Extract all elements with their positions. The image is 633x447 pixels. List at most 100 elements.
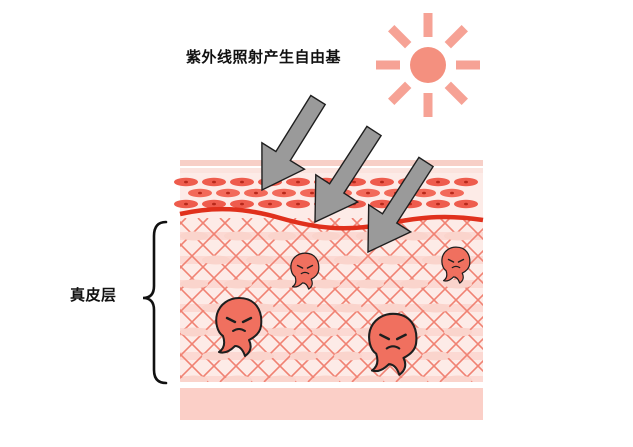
free-radical-icon xyxy=(368,312,418,376)
free-radical-icon xyxy=(290,252,320,290)
collagen-fiber xyxy=(594,218,633,382)
fiber-bundle xyxy=(378,255,406,265)
fiber-band xyxy=(180,256,483,264)
cell-nucleus xyxy=(436,180,440,184)
collagen-mesh xyxy=(180,218,633,382)
cell-nucleus xyxy=(296,202,300,206)
cell-nucleus xyxy=(464,180,468,184)
fiber-bundle xyxy=(202,351,230,361)
fiber-bundle xyxy=(312,327,340,337)
cell-nucleus xyxy=(268,202,272,206)
fiber-bundle xyxy=(356,279,384,289)
curly-brace-icon xyxy=(142,220,168,385)
fiber-bundle xyxy=(334,351,362,361)
collagen-fiber xyxy=(506,218,633,382)
sun-ray xyxy=(444,25,468,49)
fiber-bundle xyxy=(268,279,296,289)
collagen-fiber xyxy=(417,218,483,285)
uv-arrow-icon xyxy=(314,125,383,224)
collagen-fiber xyxy=(616,218,633,382)
free-radical-icon xyxy=(215,297,263,357)
collagen-fiber xyxy=(594,218,633,382)
sun-ray xyxy=(388,81,412,105)
collagen-fiber xyxy=(439,337,483,382)
fiber-bundle xyxy=(378,303,406,313)
fiber-bundle xyxy=(312,279,340,289)
cell-nucleus xyxy=(310,191,314,195)
fiber-bundle xyxy=(246,351,274,361)
sun-icon xyxy=(376,13,480,117)
fiber-bundle xyxy=(444,231,472,241)
cell-nucleus xyxy=(226,191,230,195)
uv-arrow-icon xyxy=(367,156,435,254)
cell-nucleus xyxy=(422,191,426,195)
free-radical-icon xyxy=(441,246,471,284)
dermis-label: 真皮层 xyxy=(70,286,117,304)
fiber-bundle xyxy=(268,375,296,382)
fiber-bundle xyxy=(268,327,296,337)
collagen-fiber xyxy=(506,218,633,382)
uv-free-radical-caption: 紫外线照射产生自由基 xyxy=(186,48,342,66)
collagen-fiber xyxy=(439,218,483,263)
cell-nucleus xyxy=(380,202,384,206)
uv-arrow-icon xyxy=(261,94,327,192)
cell-nucleus xyxy=(296,180,300,184)
cell-nucleus xyxy=(198,191,202,195)
skin-surface xyxy=(180,160,483,173)
fiber-bundle xyxy=(224,279,252,289)
fiber-bundle xyxy=(400,279,428,289)
free-radicals xyxy=(215,246,471,376)
cell-nucleus xyxy=(366,191,370,195)
fiber-bundle xyxy=(444,375,472,382)
fiber-bundle xyxy=(356,375,384,382)
collagen-fiber xyxy=(461,218,483,241)
fiber-bundle xyxy=(180,231,208,241)
collagen-fiber xyxy=(484,218,633,382)
cell-nucleus xyxy=(184,180,188,184)
fiber-bundle xyxy=(180,279,208,289)
collagen-fiber xyxy=(461,359,483,382)
cell-nucleus xyxy=(380,180,384,184)
fiber-bundle xyxy=(290,303,318,313)
collagen-fiber xyxy=(484,218,633,382)
cell-nucleus xyxy=(254,191,258,195)
fiber-bundle xyxy=(312,231,340,241)
fiber-bundle xyxy=(422,351,450,361)
cell-nucleus xyxy=(282,191,286,195)
collagen-fiber xyxy=(616,218,633,382)
fiber-bundle xyxy=(334,303,362,313)
fiber-bundle xyxy=(202,255,230,265)
cell-nucleus xyxy=(464,202,468,206)
fiber-bundle xyxy=(246,255,274,265)
fiber-band xyxy=(180,352,483,360)
fiber-bundle xyxy=(180,375,208,382)
fiber-bundle xyxy=(224,231,252,241)
cell-nucleus xyxy=(352,180,356,184)
cell-nucleus xyxy=(240,202,244,206)
fiber-bundle xyxy=(312,375,340,382)
fiber-bundle xyxy=(224,375,252,382)
fiber-bundle xyxy=(400,375,428,382)
fiber-bundle xyxy=(268,231,296,241)
fiber-bundle xyxy=(422,303,450,313)
collagen-fiber xyxy=(550,218,633,382)
uv-arrows xyxy=(261,94,435,254)
fiber-bundle xyxy=(444,279,472,289)
cell-nucleus xyxy=(240,180,244,184)
fiber-bundle xyxy=(180,327,208,337)
cell-nucleus xyxy=(212,202,216,206)
basement-membrane xyxy=(179,206,484,231)
fiber-bundle xyxy=(290,351,318,361)
collagen-fiber xyxy=(528,218,633,382)
collagen-fiber xyxy=(572,218,633,382)
cell-nucleus xyxy=(212,180,216,184)
base-layer xyxy=(180,388,483,420)
fiber-bundle xyxy=(444,327,472,337)
sun-ray xyxy=(444,81,468,105)
cell-nucleus xyxy=(450,191,454,195)
collagen-fiber xyxy=(550,218,633,382)
collagen-fiber xyxy=(572,218,633,382)
cell-nucleus xyxy=(184,202,188,206)
